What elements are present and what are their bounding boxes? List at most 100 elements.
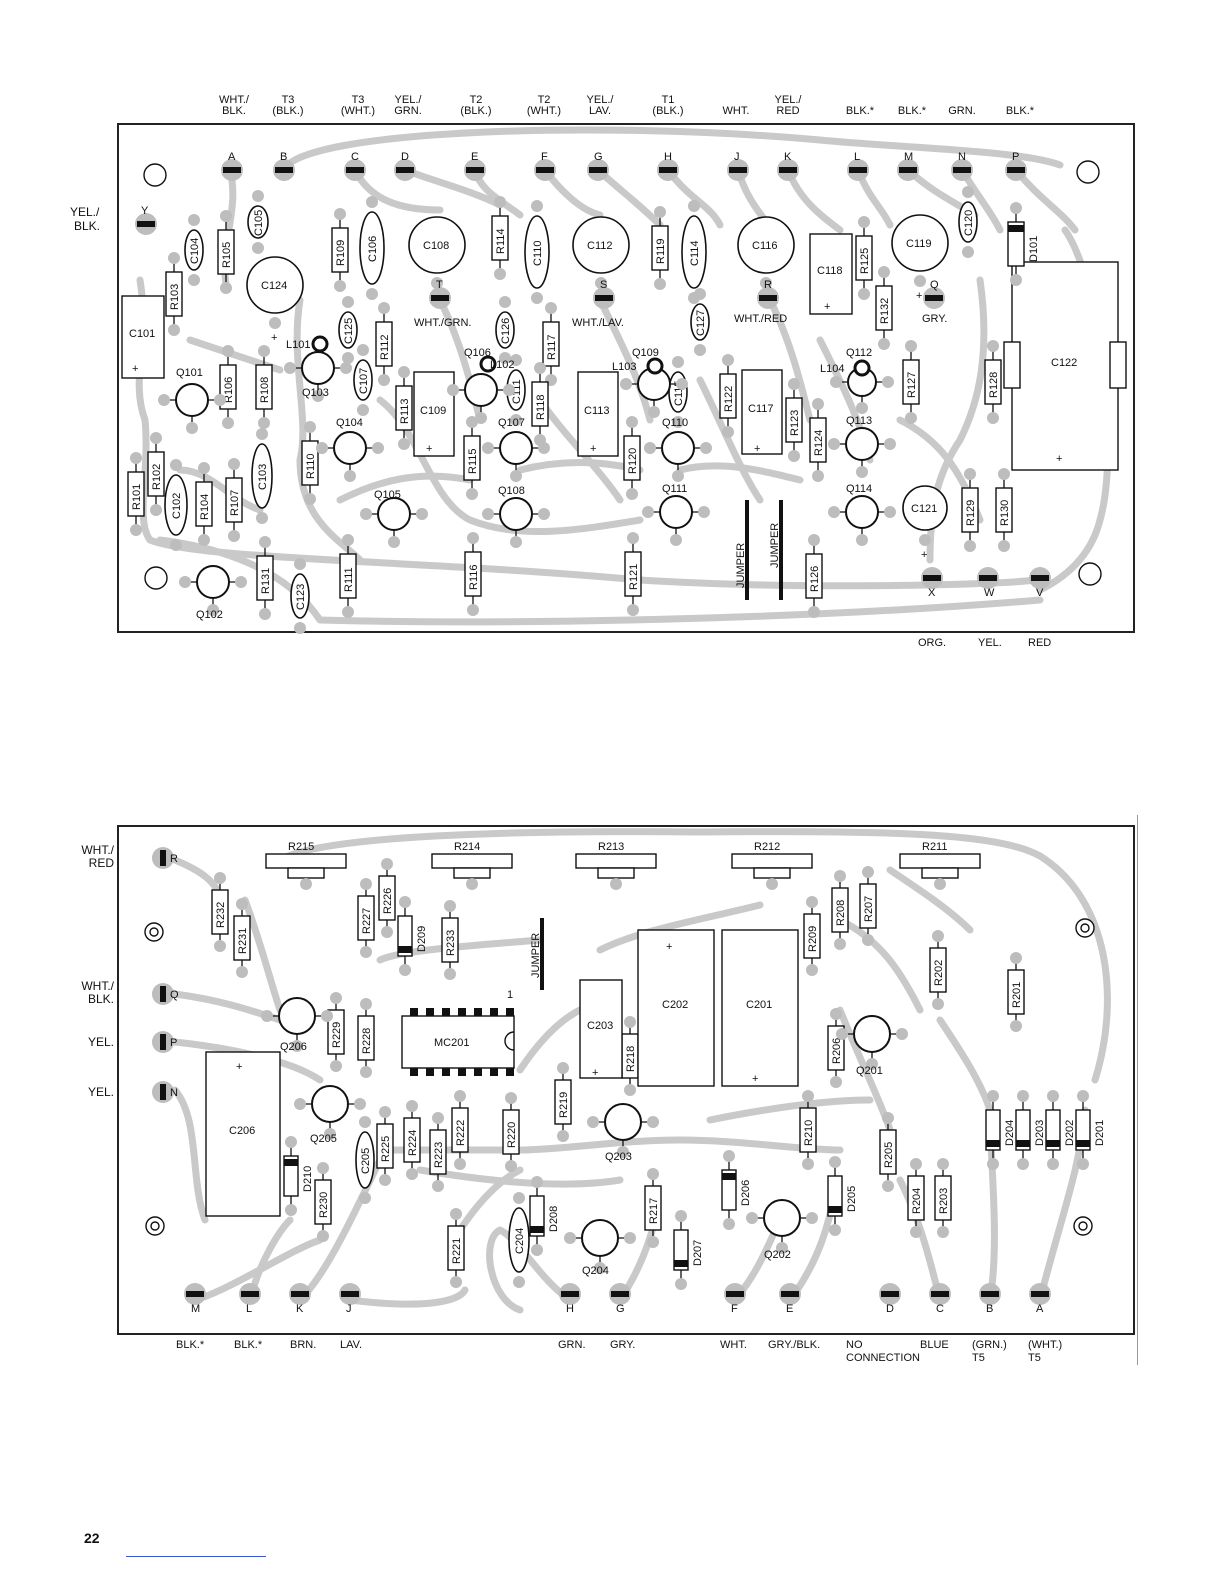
top-wire-label: WHT. [723,105,750,117]
diode-d204: D204 [985,1090,1016,1170]
polarity-plus-icon: + [271,332,277,344]
diode-d207: D207 [673,1210,704,1290]
pad-letter: R [764,279,772,291]
upper-side-label: YEL./ [70,205,100,219]
pad-letter: G [594,151,603,163]
mounting-hole [1078,562,1102,586]
resistor-r221: R221 [447,1208,465,1288]
ic-pin [426,1008,434,1016]
resistor-r226: R226 [378,858,396,938]
upper-board: WHT./BLK.T3(BLK.)T3(WHT.)YEL./GRN.T2(BLK… [70,94,1135,649]
footer-rule [126,1556,266,1557]
resistor-r123: R123 [785,378,803,462]
pad-letter: L [854,151,860,163]
capacitor-label: C116 [752,240,777,252]
resistor-r212: R212 [731,841,813,890]
pad-letter: E [786,1303,793,1315]
resistor-label: R117 [546,335,558,360]
transistor-label: Q113 [846,415,872,427]
resistor-label: R124 [813,430,825,456]
pad-letter: P [170,1037,177,1049]
resistor-label: R203 [938,1188,950,1214]
coil-label: L101 [286,339,310,351]
pad-j: J [339,1283,361,1315]
transistor-q103: Q103 [284,351,352,402]
resistor-label: R228 [361,1028,373,1054]
pad-c: C [929,1283,951,1315]
capacitor-label: C106 [367,236,379,262]
resistor-label: R110 [305,454,317,479]
polarity-plus-icon: + [754,443,760,455]
polarity-plus-icon: + [824,301,830,313]
ic-pins [410,1008,514,1076]
transistor-q104: Q104 [316,417,384,482]
bottom-wire-label: GRY. [610,1339,635,1351]
jumper-label: JUMPER [769,523,781,568]
resistor-r210: R210 [799,1090,817,1170]
resistor-r230: R230 [314,1162,332,1242]
diode-label: D209 [416,926,428,952]
resistor-r233: R233 [441,900,459,980]
capacitor-label: C125 [343,318,355,344]
transistor-q206: Q206 [261,997,333,1053]
capacitor-c119: C119+ [891,214,949,302]
capacitor-c102: C102 [164,459,188,551]
resistor-r215: R215 [265,841,347,890]
resistor-label: R129 [965,500,977,526]
resistor-r125: R125 [855,216,873,300]
capacitor-label: C111 [511,379,523,404]
resistor-r225: R225 [376,1106,394,1186]
capacitor-label: C127 [695,310,707,336]
top-wire-label: T3(BLK.) [272,94,303,117]
transistor-q205: Q205 [294,1085,366,1145]
capacitor-c205: C205 [355,1116,375,1204]
top-wire-label: T2(WHT.) [527,94,561,117]
bottom-wire-label: GRY./BLK. [768,1339,820,1351]
polarity-plus-icon: + [132,363,138,375]
capacitor-c201: C201+ [721,929,799,1087]
inner-wire-label: WHT./LAV. [572,317,624,329]
transistor-label: Q201 [856,1065,883,1077]
pad-r: R [152,847,178,869]
diode-label: D207 [692,1240,704,1266]
transistor-label: Q206 [280,1041,307,1053]
upper-top-labels: WHT./BLK.T3(BLK.)T3(WHT.)YEL./GRN.T2(BLK… [219,94,1035,117]
pad-n: N [951,151,973,181]
capacitor-c206: C206+ [205,1051,281,1217]
resistor-label: R107 [229,490,241,516]
capacitor-c101: C101+ [121,295,165,379]
lower-board-outline [117,825,1135,1335]
capacitor-label: C122 [1051,357,1077,369]
ic-pin [426,1068,434,1076]
resistor-label: R115 [467,449,479,474]
pad-letter: S [600,279,607,291]
resistor-r223: R223 [429,1112,447,1192]
resistor-r105: R105 [217,210,235,294]
diode-label: D206 [740,1180,752,1206]
pad-w: W [977,567,999,599]
ic-pin [474,1008,482,1016]
pad-letter: D [401,151,409,163]
resistor-r130: R130 [995,468,1013,552]
pad-g: G [587,151,609,181]
capacitor-c122: C122+ [1011,261,1119,471]
resistor-label: R102 [151,464,163,490]
resistor-label: R106 [223,377,235,403]
resistor-r209: R209 [803,896,821,976]
diode-d202: D202 [1045,1090,1076,1170]
pad-a: A [221,151,243,181]
resistor-label: R109 [335,240,347,266]
capacitor-c103: C103 [251,428,273,524]
capacitor-label: C124 [261,280,287,292]
resistor-r131: R131 [256,536,274,620]
transistor-q111: Q111 [642,483,710,546]
polarity-plus-icon: + [236,1061,242,1073]
upper-side-label-2: BLK. [74,219,100,233]
capacitor-c111: C111 [506,354,526,426]
resistor-label: R209 [807,926,819,952]
bottom-wire-label: RED [1028,637,1051,649]
